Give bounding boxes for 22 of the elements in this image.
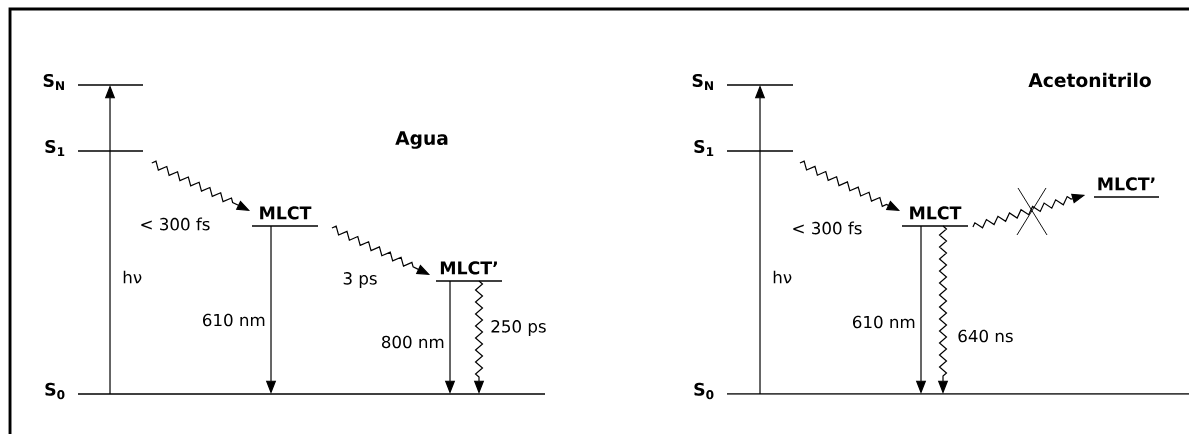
energy-level: MLCT <box>901 206 969 227</box>
edge-label: 3 ps <box>340 270 380 290</box>
edge-label: 640 ns <box>955 327 1016 345</box>
energy-level: S$_{N}$ <box>692 73 794 91</box>
edge-label: < 300 fs <box>789 219 865 237</box>
edge-label: < 300 fs <box>137 215 213 233</box>
energy-level: S$_{1}$ <box>45 139 144 157</box>
edge-label: 610 nm <box>849 313 918 331</box>
energy-level: S$_{N}$ <box>43 73 144 91</box>
energy-level: MLCT <box>251 206 319 227</box>
panel-title: Acetonitrilo <box>1028 72 1151 88</box>
edge-label: 250 ps <box>488 318 549 338</box>
edge-label: 800 nm <box>378 333 447 351</box>
energy-level: MLCT’ <box>1093 177 1160 198</box>
edge-label: 610 nm <box>199 311 268 329</box>
energy-level: MLCT’ <box>435 261 503 282</box>
energy-level: S$_{1}$ <box>694 139 794 157</box>
edge-label: hν <box>120 268 145 286</box>
energy-level: S$_{0}$ <box>45 382 546 400</box>
energy-level: S$_{0}$ <box>694 382 1189 400</box>
edge-label: hν <box>770 268 795 286</box>
panel-title: Agua <box>395 131 448 149</box>
